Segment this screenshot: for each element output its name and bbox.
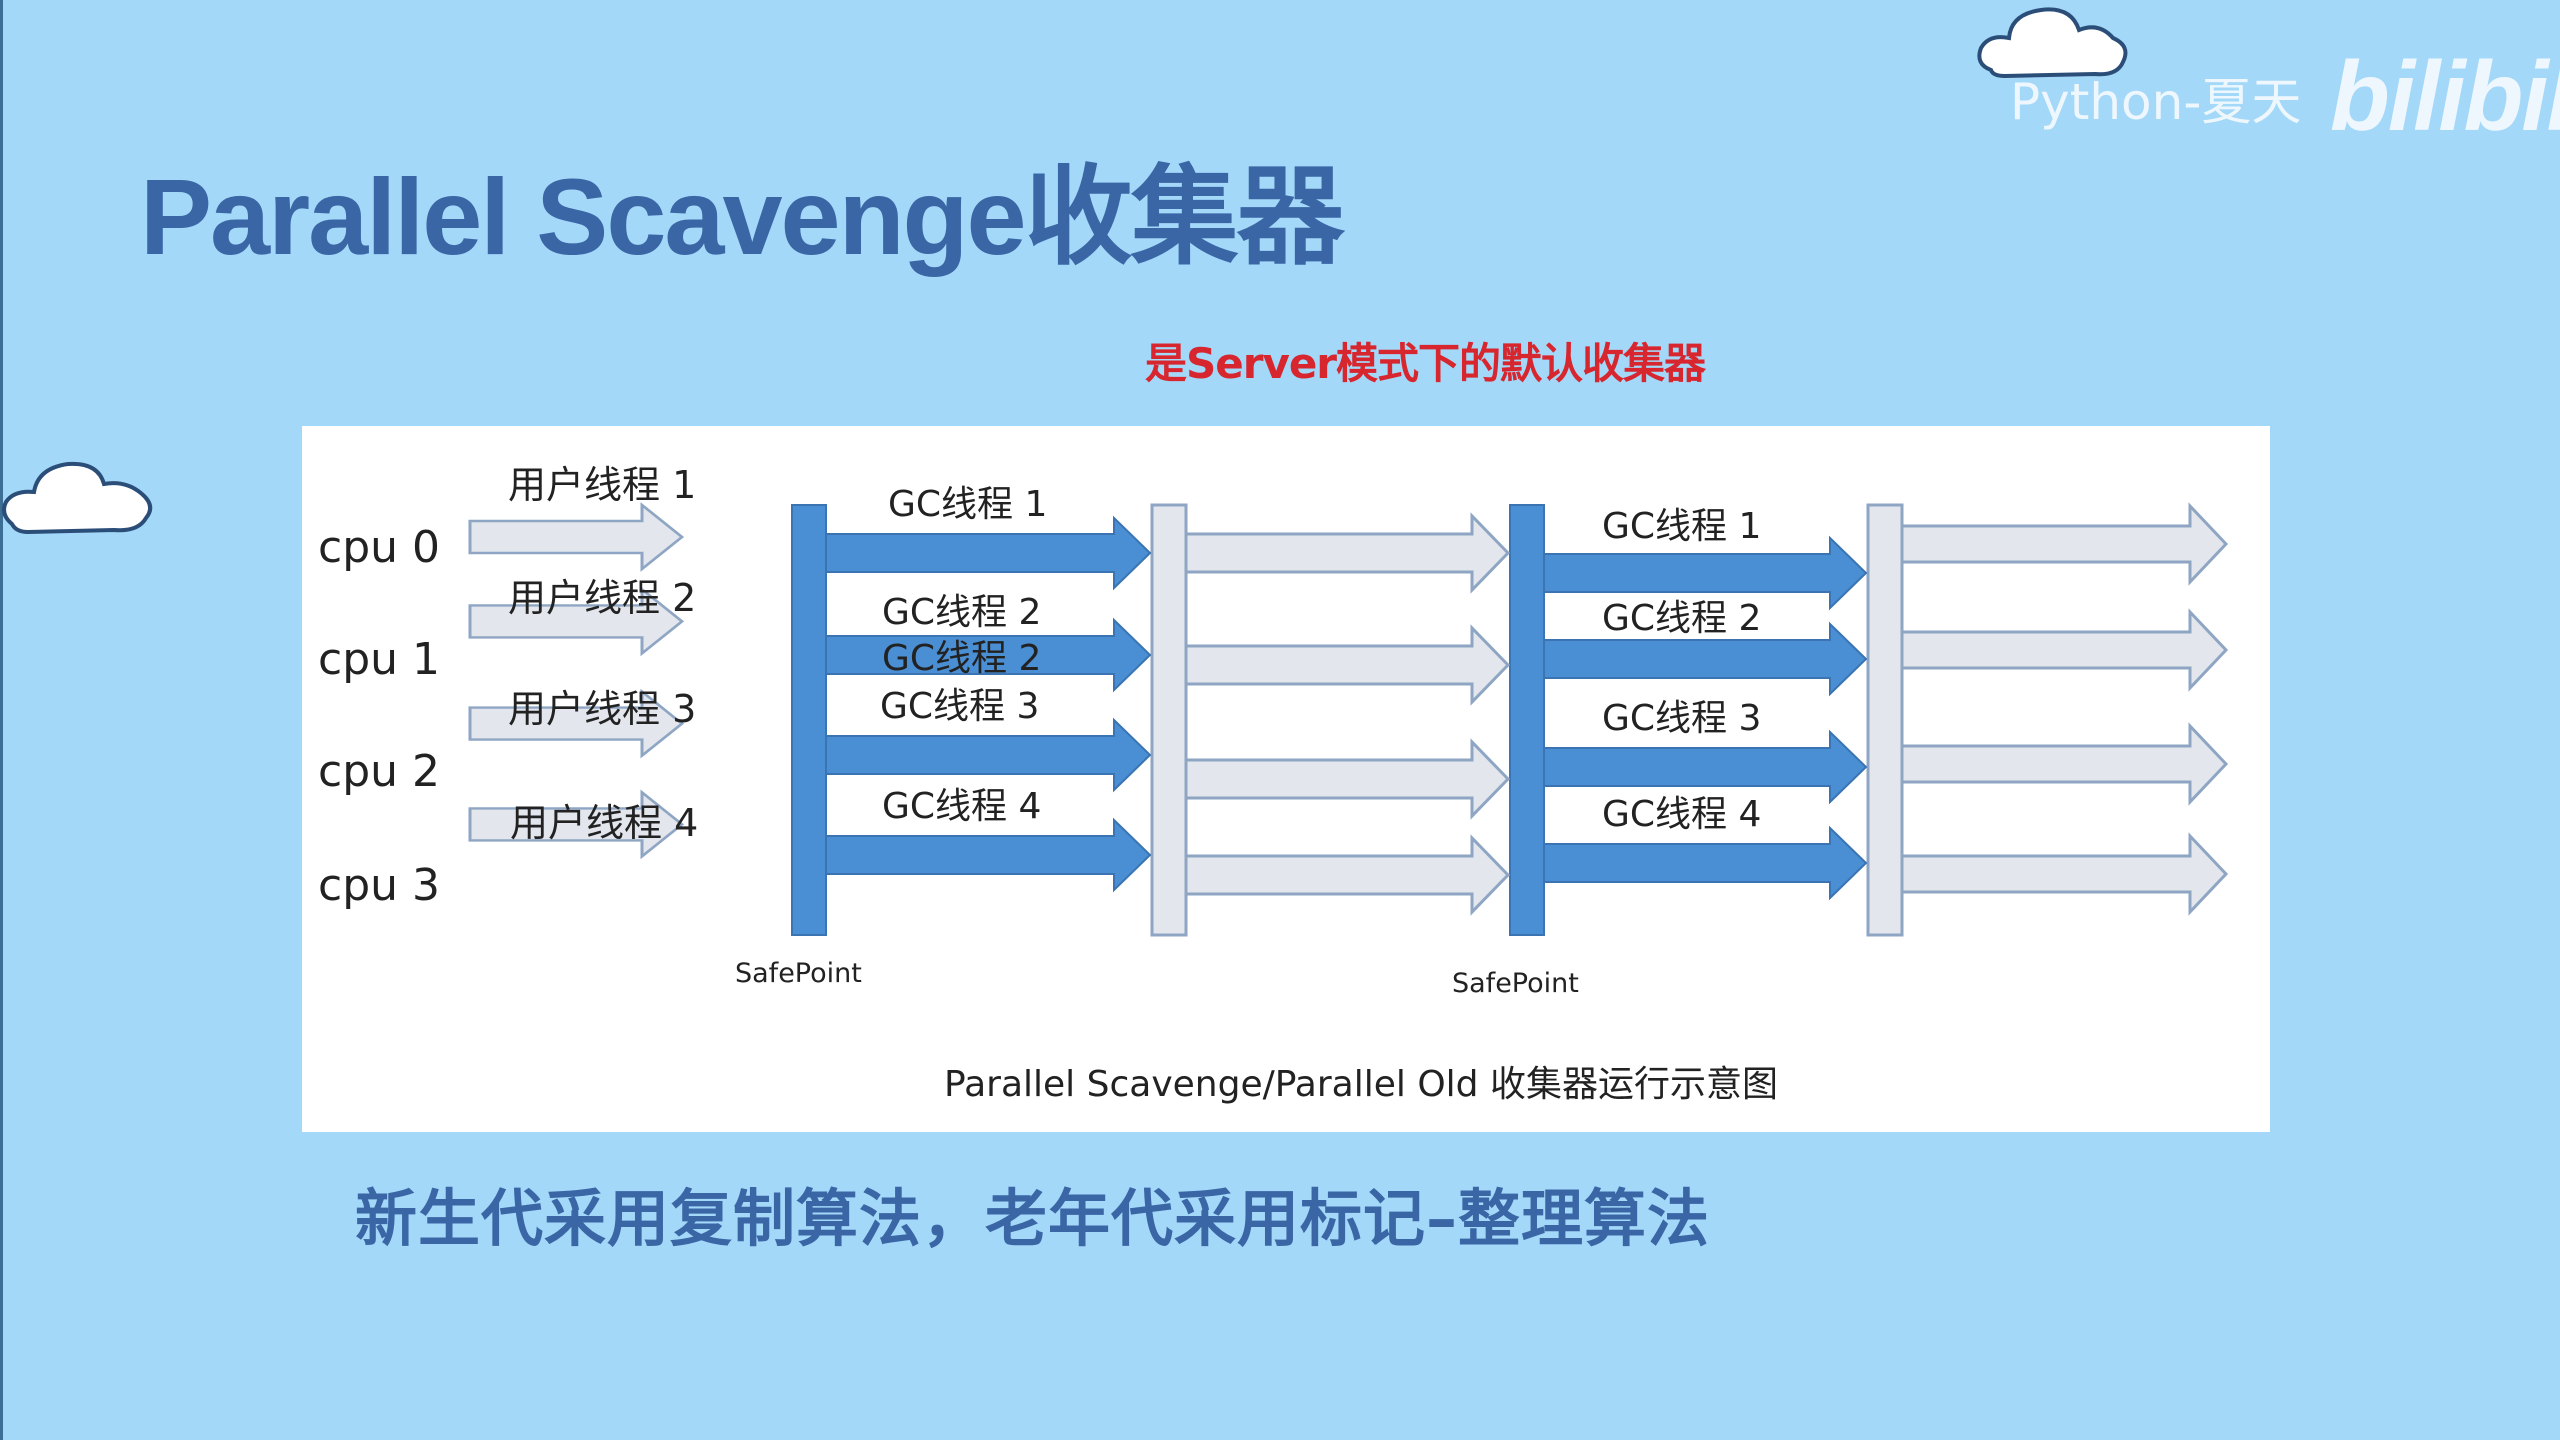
gc-label-p1-3: GC线程 3 [880,686,1039,727]
gc-label-p2-4: GC线程 4 [1602,794,1761,835]
user-thread-label-4: 用户线程 4 [510,801,698,845]
gc-label-p1-2: GC线程 2 [882,592,1041,633]
user-arrow-p3-1 [1900,502,2229,586]
gc-label-p1-2-overlay: GC线程 2 [882,638,1041,679]
cloud-left-icon [2,461,153,535]
bilibili-logo: bilibili [2330,41,2560,151]
safepoint-bar-2 [1509,504,1545,936]
user-arrow-cpu0 [468,502,685,572]
watermark-text: Python-夏天 [2010,73,2302,131]
gc-label-p2-1: GC线程 1 [1602,506,1761,547]
gc-arrow-p2-4 [1543,825,1868,901]
cloud-top-right-icon [1977,7,2128,79]
gc-diagram-svg: cpu 0 cpu 1 cpu 2 cpu 3 用户线程 1 用户线程 2 用户… [318,463,2229,1105]
gc-arrow-p1-1 [825,515,1152,591]
cpu-label-1: cpu 1 [318,634,440,685]
user-arrow-cpu2 [468,688,685,759]
user-arrow-p2-1 [1184,512,1511,594]
user-arrows-phase3 [1900,502,2229,916]
gc-arrow-p2-3 [1543,729,1868,805]
gc-arrow-p1-4 [825,817,1152,893]
bottom-summary: 新生代采用复制算法，老年代采用标记–整理算法 [355,1182,1711,1255]
safepoint-label-2: SafePoint [1452,968,1579,999]
gc-arrow-p1-2 [825,617,1152,693]
user-arrow-p2-2 [1184,624,1511,706]
user-thread-arrows [468,502,685,860]
user-arrow-p2-3 [1184,738,1511,820]
gc-arrow-p1-3 [825,717,1152,793]
cpu-label-2: cpu 2 [318,746,440,797]
gc-diagram: cpu 0 cpu 1 cpu 2 cpu 3 用户线程 1 用户线程 2 用户… [302,426,2270,1132]
user-arrow-p3-4 [1900,832,2229,916]
user-thread-label-2: 用户线程 2 [508,576,696,620]
gc-arrow-p2-1 [1543,535,1868,611]
gc-arrows-phase1 [825,515,1152,893]
user-arrows-phase2 [1184,512,1511,916]
user-arrow-cpu3 [468,789,685,860]
diagram-caption: Parallel Scavenge/Parallel Old 收集器运行示意图 [944,1064,1778,1105]
barrier-bar-1 [1150,503,1188,937]
safepoint-bar-1 [791,504,827,936]
gc-label-p2-2: GC线程 2 [1602,598,1761,639]
safepoint-label-1: SafePoint [735,958,862,989]
slide-subtitle: 是Server模式下的默认收集器 [1145,339,1706,388]
gc-label-p1-4: GC线程 4 [882,786,1041,827]
user-thread-label-1: 用户线程 1 [508,463,696,507]
slide-title: Parallel Scavenge收集器 [140,156,1345,277]
cpu-label-3: cpu 3 [318,860,440,911]
slide-left-edge [0,0,3,1440]
user-arrow-p3-3 [1900,722,2229,806]
cpu-label-0: cpu 0 [318,522,440,573]
user-arrow-p3-2 [1900,608,2229,692]
gc-arrow-p2-2 [1543,621,1868,697]
barrier-bar-2 [1866,503,1904,937]
user-thread-label-3: 用户线程 3 [508,687,696,731]
gc-arrows-phase2 [1543,535,1868,901]
gc-label-p2-3: GC线程 3 [1602,698,1761,739]
user-arrow-p2-4 [1184,834,1511,916]
user-arrow-cpu1 [468,586,685,657]
gc-label-p1-1: GC线程 1 [888,484,1047,525]
